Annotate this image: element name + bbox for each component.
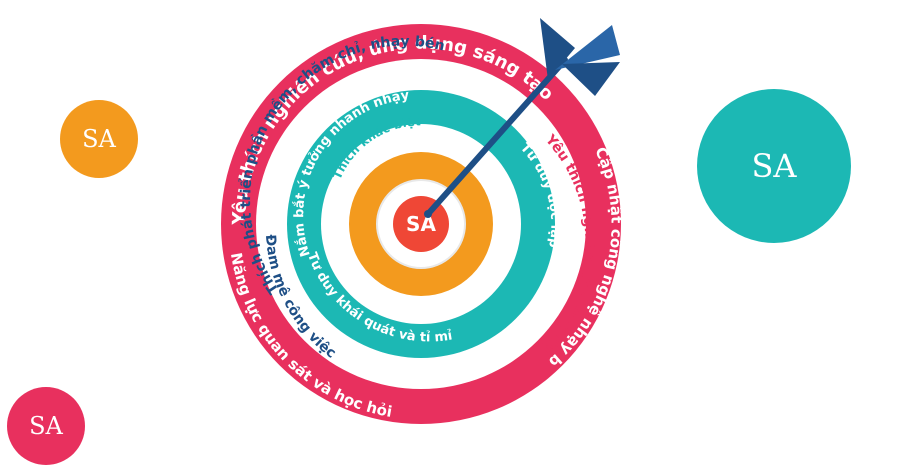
bullseye-label: SA: [406, 212, 436, 236]
teal-circle: SA: [697, 89, 851, 243]
orange-circle: SA: [60, 100, 138, 178]
pink-circle: SA: [7, 387, 85, 465]
orange-circle-label: SA: [82, 125, 116, 153]
pink-circle-label: SA: [29, 412, 63, 440]
teal-circle-label: SA: [751, 147, 797, 185]
dart-arrow-icon: [424, 18, 620, 218]
